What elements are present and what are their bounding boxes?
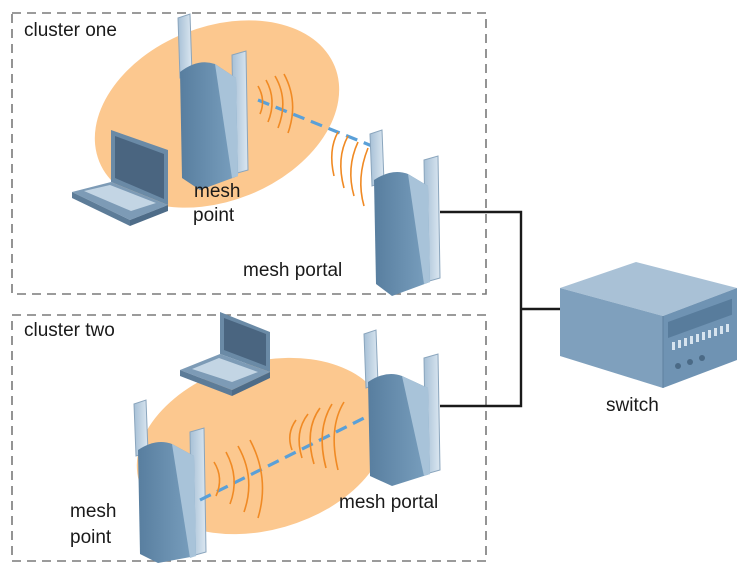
mesh-point-label-line1: mesh xyxy=(70,501,117,522)
switch-label: switch xyxy=(606,395,659,416)
wired-connection xyxy=(440,210,560,408)
mesh-link xyxy=(199,410,377,502)
cluster-two-label: cluster two xyxy=(24,320,115,341)
mesh-point-label-line1: mesh xyxy=(194,181,241,202)
laptop-icon xyxy=(180,312,270,396)
mesh-portal-icon xyxy=(369,129,441,296)
mesh-point-label-line2: point xyxy=(70,527,112,548)
mesh-point-icon xyxy=(177,13,249,191)
mesh-portal-label: mesh portal xyxy=(243,260,343,281)
wireless-signal-icon xyxy=(213,401,345,519)
cluster-one-box xyxy=(11,12,487,295)
cluster-one-label: cluster one xyxy=(24,20,117,41)
mesh-point-icon xyxy=(133,399,207,563)
mesh-portal-icon xyxy=(363,329,441,486)
mesh-point-label-line2: point xyxy=(193,205,235,226)
switch-icon xyxy=(560,262,737,388)
laptop-icon xyxy=(72,130,168,226)
mesh-portal-label: mesh portal xyxy=(339,492,439,513)
mesh-link xyxy=(257,98,383,152)
wireless-signal-icon xyxy=(257,73,369,207)
